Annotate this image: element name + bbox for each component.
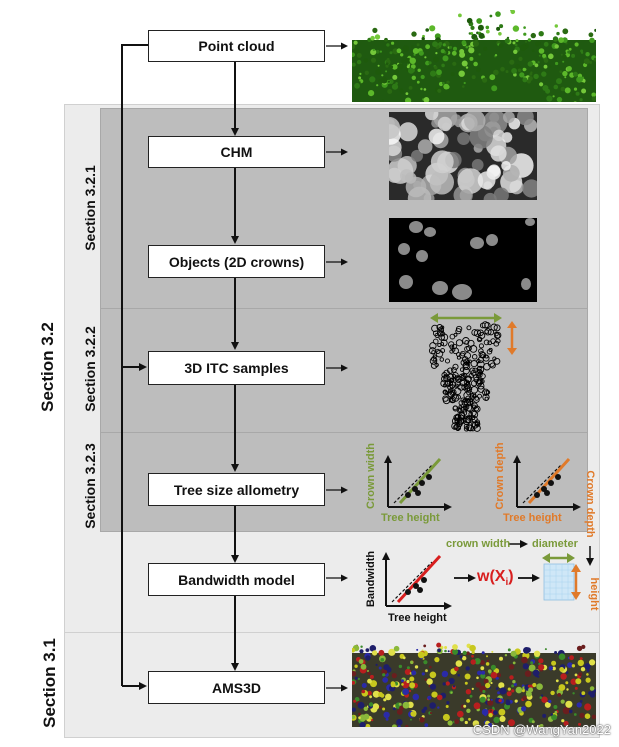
crown-width-label: Crown width bbox=[365, 443, 377, 509]
section-3-2-1-label: Section 3.2.1 bbox=[82, 165, 98, 251]
crown-depth-label: Crown depth bbox=[494, 442, 506, 510]
crown-depth-allometry-plot bbox=[513, 455, 581, 511]
bandwidth-axis-label: Bandwidth bbox=[365, 550, 377, 608]
point-cloud-image bbox=[352, 10, 596, 102]
flow-crown-width-label: crown width bbox=[446, 538, 511, 550]
watermark: CSDN @WangYan2022 bbox=[472, 722, 611, 737]
section-3-1-label: Section 3.1 bbox=[40, 638, 59, 728]
weight-flow-arrows bbox=[454, 540, 594, 601]
objects-box: Objects (2D crowns) bbox=[148, 245, 325, 278]
weight-fn-text: w(X bbox=[477, 568, 506, 585]
crown-width-allometry-plot bbox=[384, 455, 452, 511]
tree-height-label-2: Tree height bbox=[503, 512, 562, 524]
crown-depth-side-label: Crown depth bbox=[584, 470, 596, 538]
bandwidth-plot bbox=[382, 552, 452, 610]
flow-height-label: height bbox=[588, 577, 600, 611]
tree-height-label-1: Tree height bbox=[381, 512, 440, 524]
weight-function: w(Xi) bbox=[477, 568, 514, 588]
bandwidth-box: Bandwidth model bbox=[148, 563, 325, 596]
weight-fn-close: ) bbox=[508, 568, 514, 585]
itc-samples-box: 3D ITC samples bbox=[148, 351, 325, 385]
allometry-box: Tree size allometry bbox=[148, 473, 325, 506]
section-3-2-2-label: Section 3.2.2 bbox=[82, 326, 98, 412]
ams3d-box: AMS3D bbox=[148, 671, 325, 704]
flow-diameter-label: diameter bbox=[532, 538, 578, 550]
chm-image bbox=[389, 112, 537, 200]
point-cloud-box: Point cloud bbox=[148, 30, 325, 62]
tree-height-label-3: Tree height bbox=[388, 612, 447, 624]
bypass-line bbox=[121, 44, 148, 686]
chm-box: CHM bbox=[148, 136, 325, 168]
itc-samples-image bbox=[428, 313, 517, 432]
weight-fn-sub: i bbox=[505, 577, 509, 589]
section-3-2-label: Section 3.2 bbox=[38, 322, 57, 412]
crown-objects-image bbox=[389, 218, 537, 302]
ams3d-result-image bbox=[352, 642, 596, 727]
section-3-2-3-label: Section 3.2.3 bbox=[82, 443, 98, 529]
